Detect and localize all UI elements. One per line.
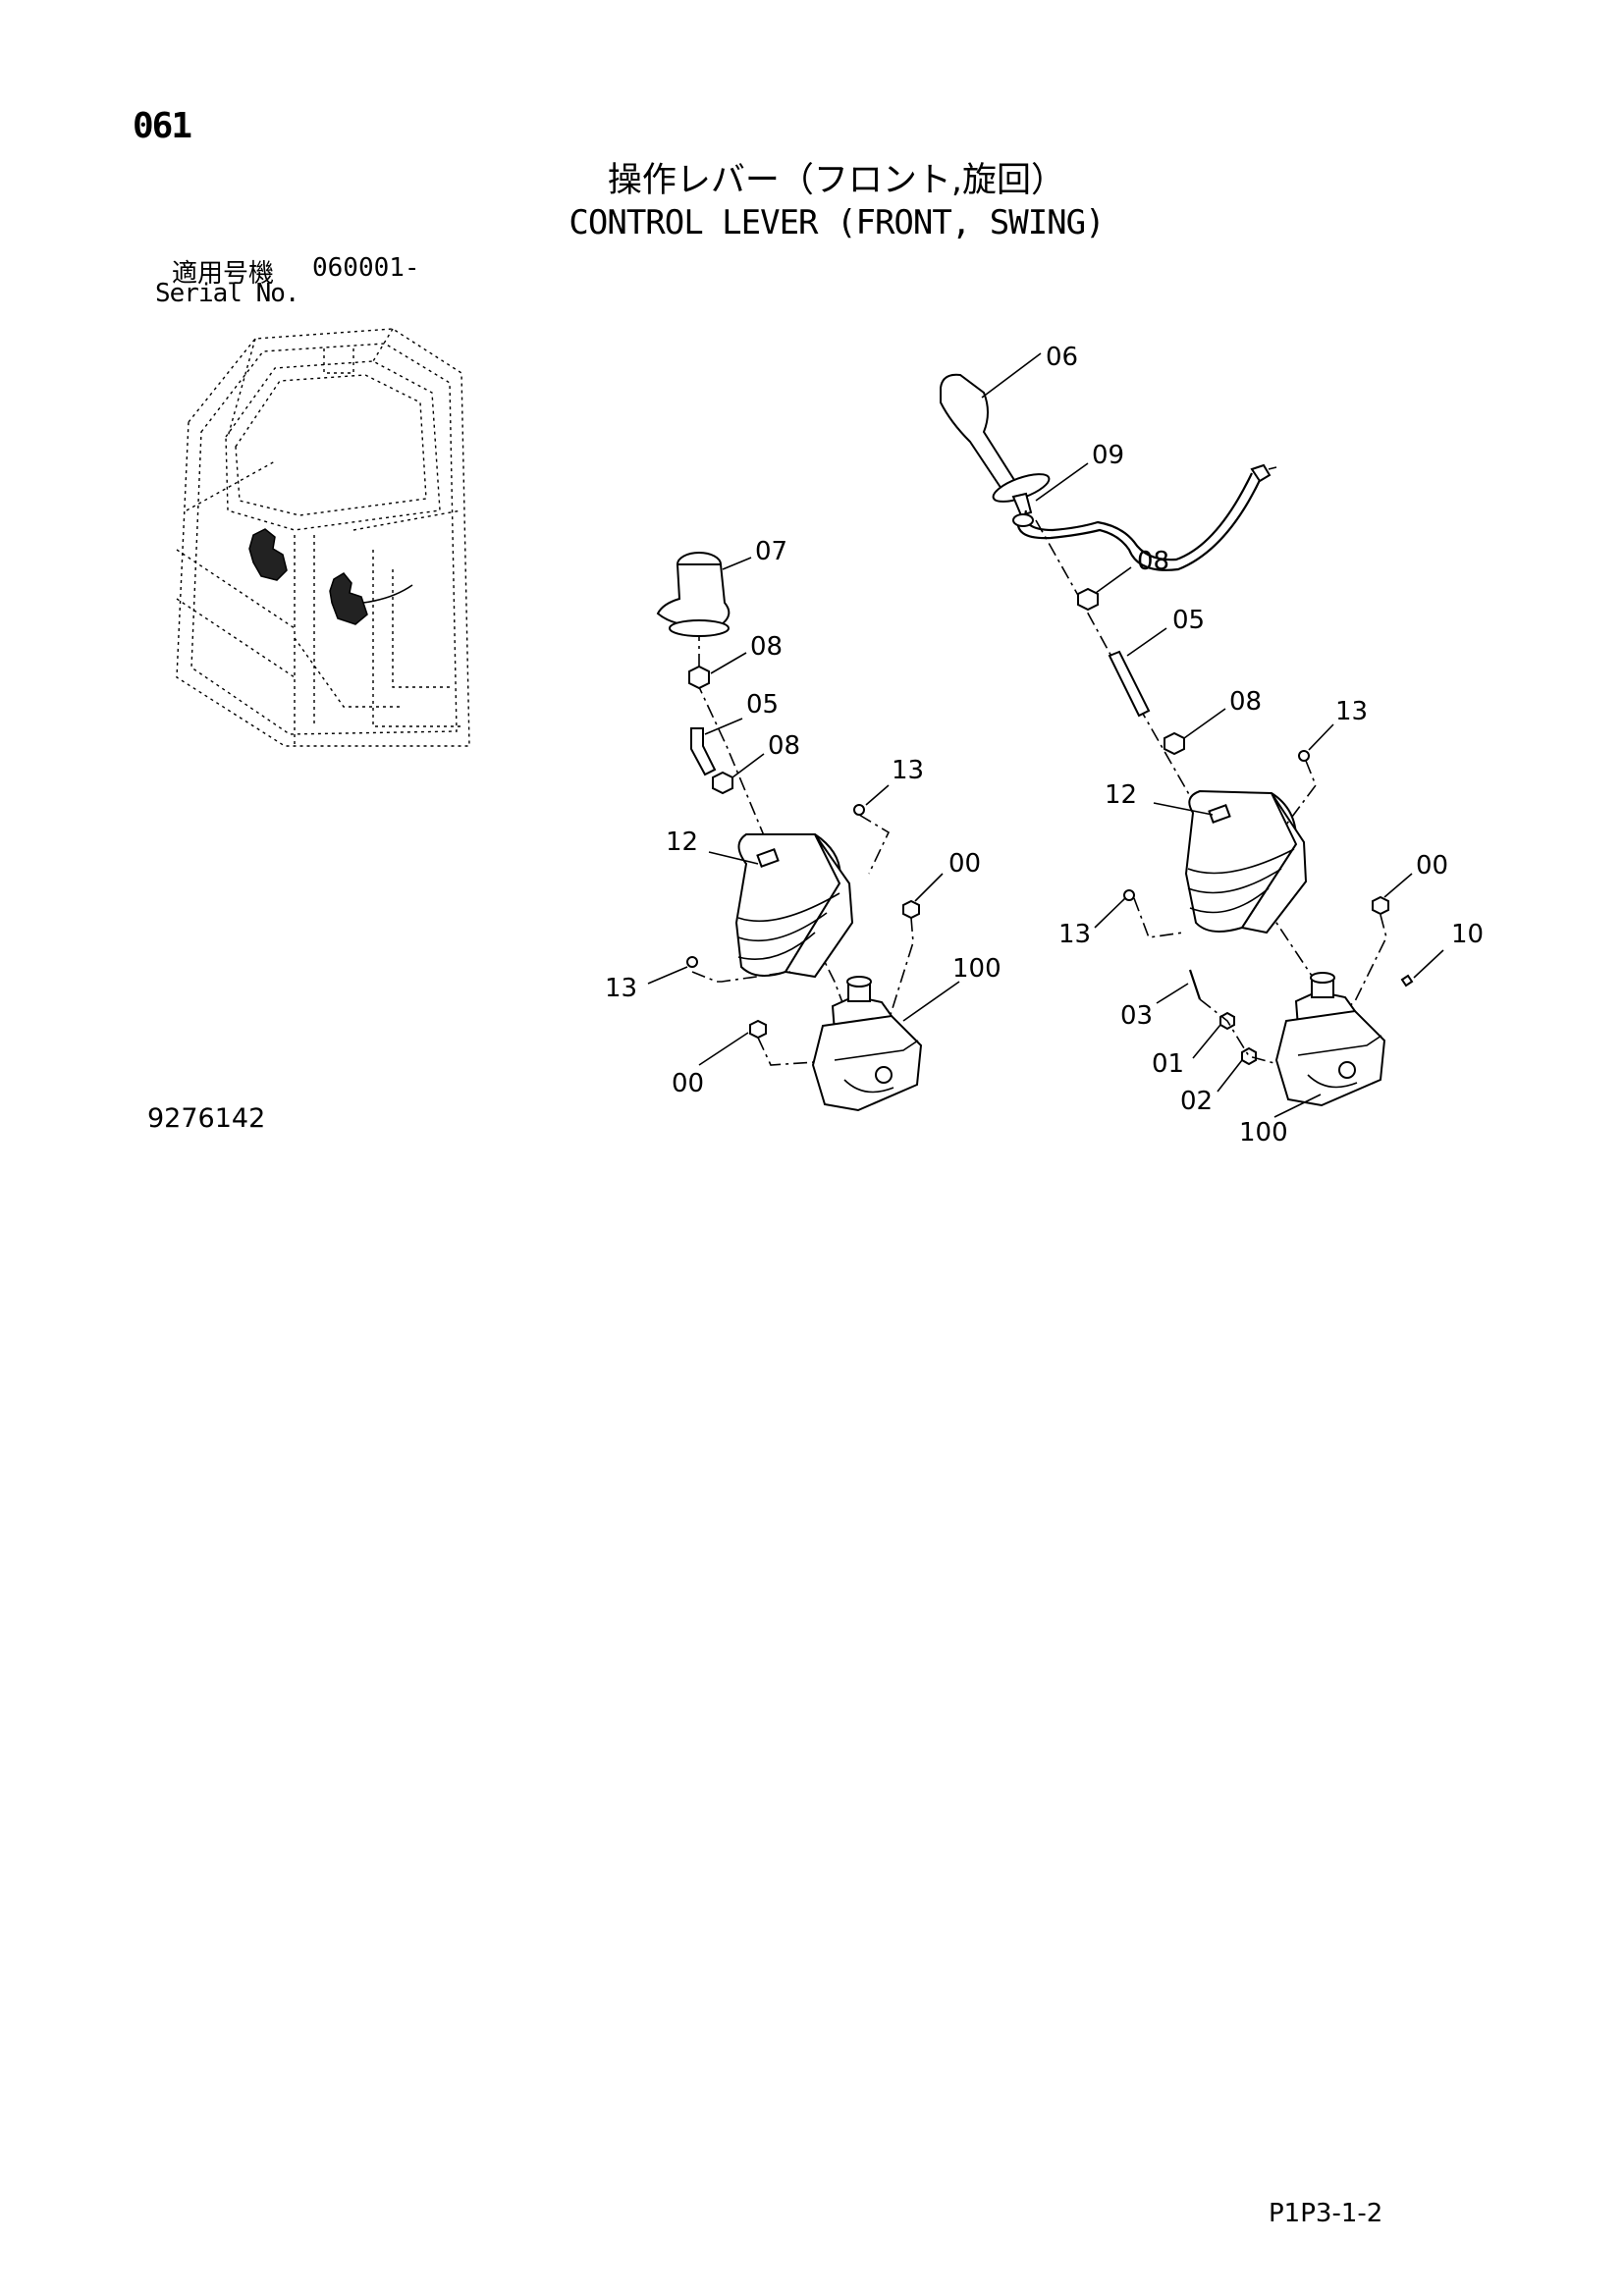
cab-right-lever-icon: [329, 572, 368, 625]
boot-part-12-right: [1184, 789, 1308, 934]
callout-06: 06: [1046, 343, 1078, 372]
callout-08-left-top: 08: [750, 632, 783, 662]
pilot-valve-part-100-right: [1274, 972, 1386, 1107]
callout-03: 03: [1120, 1001, 1153, 1031]
serial-range: 060001-: [312, 253, 420, 283]
callout-100-left: 100: [952, 954, 1001, 984]
callout-00-right: 00: [1416, 851, 1448, 881]
bolt-part-13-right-left: [1123, 889, 1135, 901]
callout-00-left-bottom: 00: [672, 1069, 704, 1098]
callout-10: 10: [1451, 920, 1484, 949]
cab-overview-illustration: [176, 328, 470, 747]
callout-13-right-left: 13: [1058, 920, 1091, 949]
callout-12-left: 12: [666, 828, 698, 857]
bolt-part-00-left-top: [902, 899, 920, 920]
bolt-part-00-right: [1372, 895, 1389, 916]
part-02: [1241, 1046, 1257, 1066]
cable-part-09: [1012, 463, 1277, 571]
right-lever-assembly: [940, 352, 1444, 1118]
callout-12-right: 12: [1105, 780, 1137, 810]
drawing-number: 9276142: [147, 1103, 266, 1134]
callout-100-right: 100: [1239, 1118, 1288, 1148]
nut-part-08-right-mid: [1164, 731, 1185, 756]
rod-part-05-left: [690, 727, 717, 776]
part-03: [1188, 969, 1202, 1000]
knob-part-07: [656, 552, 731, 637]
callout-00-left-top: 00: [948, 849, 981, 879]
callout-labels: 07 08 05 08 13 12 00 13 100 00 06 09 08 …: [605, 343, 1484, 1148]
nut-part-08-right-top: [1077, 587, 1099, 612]
callout-07: 07: [755, 537, 787, 566]
callout-01: 01: [1152, 1049, 1184, 1079]
page-title-english: CONTROL LEVER (FRONT, SWING): [568, 203, 1105, 242]
bolt-part-13-left-top: [853, 804, 865, 816]
callout-09: 09: [1092, 441, 1124, 470]
boot-part-12-left: [734, 833, 854, 979]
nut-part-08-upper: [688, 665, 710, 690]
bolt-part-13-left-bottom: [686, 956, 698, 968]
cab-left-lever-icon: [248, 528, 288, 581]
rod-part-05-right: [1108, 650, 1151, 718]
bolt-part-00-left-bottom: [749, 1019, 767, 1040]
callout-08-left-bottom: 08: [768, 731, 800, 761]
bolt-part-13-right-top: [1298, 750, 1310, 762]
callout-05-left: 05: [746, 690, 779, 720]
callout-02: 02: [1180, 1087, 1213, 1116]
page-title-japanese: 操作レバー（フロント,旋回）: [607, 161, 1066, 200]
callout-13-left-top: 13: [892, 756, 924, 785]
callout-13-left-bottom: 13: [605, 974, 637, 1003]
callout-05-right: 05: [1172, 606, 1205, 635]
grip-part-06: [940, 373, 1051, 517]
serial-label-english: Serial No.: [155, 279, 300, 308]
page-number: 061: [133, 106, 192, 146]
serial-label-japanese: 適用号機: [172, 259, 275, 289]
pilot-valve-part-100-left: [811, 976, 923, 1112]
part-10: [1400, 974, 1414, 988]
left-lever-assembly: [647, 552, 960, 1112]
nut-part-08-lower: [712, 771, 733, 795]
callout-08-right-top: 08: [1137, 547, 1169, 576]
sheet-reference: P1P3-1-2: [1269, 2199, 1383, 2228]
callout-13-right-top: 13: [1335, 697, 1368, 726]
callout-08-right-mid: 08: [1229, 687, 1262, 717]
